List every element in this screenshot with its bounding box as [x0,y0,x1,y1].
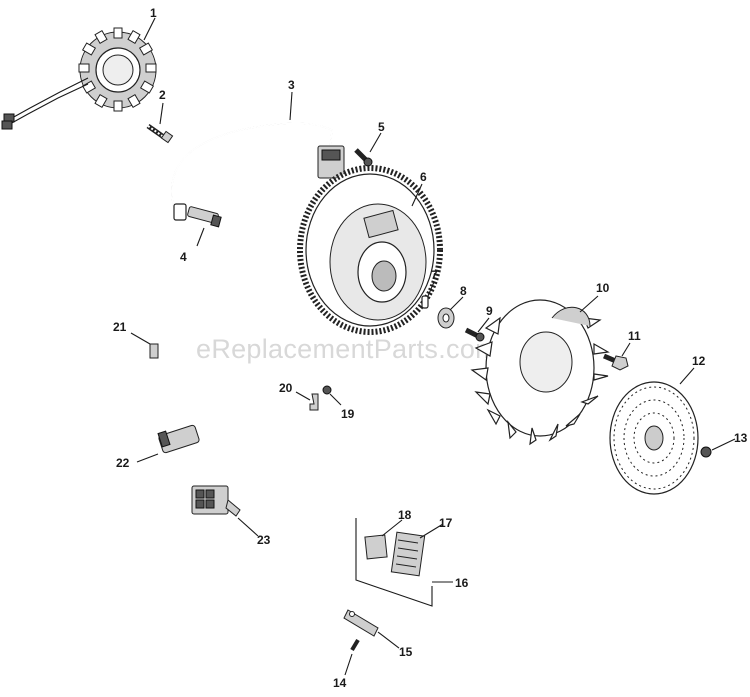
part-connector-23 [191,485,241,517]
callout-4: 4 [180,250,187,264]
callout-2: 2 [159,88,166,102]
callout-18: 18 [398,508,412,522]
callout-13: 13 [734,431,748,445]
part-group-16 [355,518,433,607]
part-nut-9 [464,327,485,342]
callout-8: 8 [460,284,467,298]
callout-20: 20 [279,381,293,395]
part-clip-21 [149,343,159,359]
callout-14: 14 [333,676,347,690]
part-ignition-module [171,122,345,221]
callout-21: 21 [113,320,127,334]
part-washer [437,307,455,329]
part-key [421,295,429,309]
part-screen [609,381,699,495]
callout-22: 22 [116,456,130,470]
part-stator [1,27,157,130]
callout-11: 11 [628,329,641,343]
part-nut-13 [700,446,712,458]
part-bracket [343,609,379,637]
callout-15: 15 [399,645,413,659]
callout-1: 1 [150,6,157,20]
callout-3: 3 [288,78,295,92]
callout-labels: 1 2 3 4 5 6 7 8 9 10 11 12 13 14 15 16 1… [113,6,748,690]
callout-16: 16 [455,576,469,590]
part-screw-14 [350,638,360,652]
part-screw-11 [603,353,629,371]
callout-23: 23 [257,533,271,547]
watermark-text: eReplacementParts.com [196,334,498,364]
callout-7: 7 [431,268,438,282]
callout-9: 9 [486,304,493,318]
part-connector-22 [157,424,200,454]
part-spark-plug [187,206,222,228]
part-flywheel [297,165,443,335]
callout-5: 5 [378,120,385,134]
callout-12: 12 [692,354,706,368]
part-fan [470,299,610,446]
part-rectifier [390,531,426,577]
callout-19: 19 [341,407,355,421]
part-clip-20 [309,393,319,411]
callout-10: 10 [596,281,610,295]
leader-lines [130,17,736,676]
part-block-18 [364,534,388,560]
part-screw-5 [354,148,373,167]
callout-17: 17 [439,516,453,530]
callout-6: 6 [420,170,427,184]
part-nut-19 [322,385,332,395]
part-screw-2 [146,123,174,144]
